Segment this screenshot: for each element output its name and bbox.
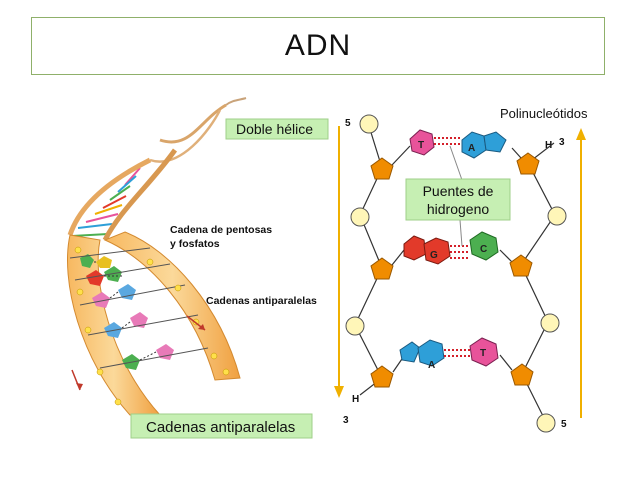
pentose-pentagon [370,257,394,280]
base-label-g: G [430,250,438,261]
left-strand-arrow [334,126,344,398]
thymine-hexagon [469,337,499,367]
pentose-pentagon [510,363,534,386]
left-bottom-end-label: 3 [343,415,349,426]
puentes-label-2: hidrogeno [427,201,489,217]
phosphate-circle [345,316,365,336]
polinucleotidos-label: Polinucleótidos [500,106,588,121]
doble-helice-label: Doble hélice [236,121,313,137]
thymine-hexagon [409,129,435,156]
doble-helice-box [225,118,329,140]
helix-tail [225,97,247,106]
phosphate-circle [540,313,560,333]
page-title: ADN [284,29,352,62]
base-label-c: C [480,244,487,255]
right-bottom-end-label: 5 [561,419,567,430]
cadena-pentosas-label-2: y fosfatos [170,238,220,250]
title-box: ADN [31,17,605,75]
cytosine-hexagon [469,231,499,261]
base-pair-3: A T [399,337,499,371]
adenine-hexagon [417,339,445,367]
base-label-t2: T [480,348,486,359]
cadena-pentosas-label-1: Cadena de pentosas [170,224,272,236]
adenine-pentagon [483,131,507,153]
puentes-pointer-bottom [459,219,463,247]
helix-illustration [67,97,247,416]
cadenas-antiparalelas-box [130,413,313,439]
cadenas-antiparalelas-box-label: Cadenas antiparalelas [146,419,295,436]
left-top-end-label: 5 [345,118,351,129]
right-top-end-label: 3 [559,137,565,148]
pentose-sugars [370,152,540,388]
phosphate-groups [345,114,567,433]
cadenas-antiparalelas-side-label: Cadenas antiparalelas [206,295,317,307]
base-label-a2: A [428,360,435,371]
pentose-pentagon [370,365,394,388]
helix-strand-top-b [149,109,222,163]
mini-pairs [69,247,209,370]
phosphate-circle [359,114,379,134]
guanine-pentagon [403,235,427,261]
pentose-pentagon [516,152,540,175]
pentose-pentagon [509,254,533,277]
puentes-pointer-top [449,145,463,181]
h-bottom-label: H [352,394,359,405]
phosphate-circle [536,413,556,433]
phosphate-circle [547,206,567,226]
helix-strand-mid-b [102,148,178,242]
base-pair-1: T A [409,129,507,159]
guanine-hexagon [423,237,451,265]
base-label-t: T [418,140,424,151]
puentes-box [405,178,511,221]
puentes-label-1: Puentes de [423,183,494,199]
upper-rungs [71,167,141,237]
base-label-a: A [468,143,475,154]
adenine-pentagon [399,341,421,363]
base-pair-2: G C [403,231,499,265]
helix-strand-top-a [159,103,227,144]
pentose-pentagon [370,157,394,180]
right-strand-arrow [576,128,586,418]
ribbon-dots [74,246,230,406]
phosphate-circle [350,207,370,227]
helix-strand-mid-a [67,157,152,236]
ribbon-right [103,231,241,381]
h-top-label: H [545,140,552,151]
